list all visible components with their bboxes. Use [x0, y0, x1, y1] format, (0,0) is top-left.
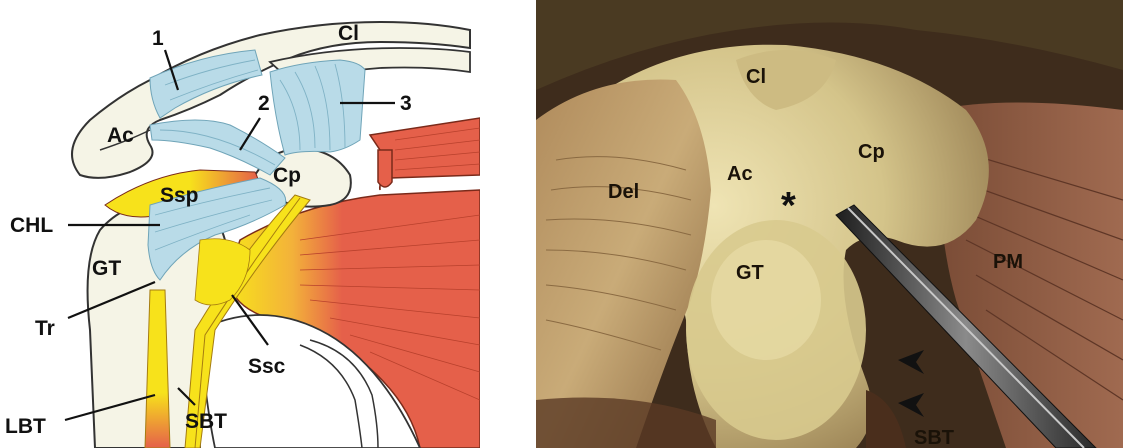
photo-asterisk: * [781, 185, 796, 227]
gt-highlight [711, 240, 821, 360]
label-ssp: Ssp [160, 184, 199, 207]
label-sbt: SBT [185, 410, 227, 433]
dissection-photo: Cl Ac Cp Del * GT PM SBT [536, 0, 1123, 448]
label-lbt: LBT [5, 415, 46, 438]
shoulder-illustration-panel: 1 2 3 Cl Ac Cp Ssp CHL GT Tr Ssc LBT SBT [0, 0, 480, 448]
muscle-tab [378, 150, 392, 187]
coracoclavicular-ligament [270, 60, 365, 155]
label-chl: CHL [10, 214, 53, 237]
photo-label-cl: Cl [746, 66, 766, 88]
photo-label-cp: Cp [858, 141, 885, 163]
label-ssc: Ssc [248, 355, 286, 378]
long-biceps-tendon [145, 290, 170, 448]
label-ac: Ac [107, 124, 134, 147]
photo-label-pm: PM [993, 251, 1023, 273]
coracoacromial-ligament [150, 120, 285, 175]
shoulder-illustration: 1 2 3 Cl Ac Cp Ssp CHL GT Tr Ssc LBT SBT [0, 0, 480, 448]
label-2: 2 [258, 92, 270, 115]
label-3: 3 [400, 92, 412, 115]
label-cp: Cp [273, 164, 301, 187]
photo-label-sbt: SBT [914, 427, 954, 448]
photo-label-ac: Ac [727, 163, 753, 185]
photo-label-gt: GT [736, 262, 764, 284]
label-gt: GT [92, 257, 121, 280]
dissection-photo-panel: Cl Ac Cp Del * GT PM SBT [536, 0, 1123, 448]
photo-label-del: Del [608, 181, 639, 203]
label-tr: Tr [35, 317, 55, 340]
label-cl: Cl [338, 22, 359, 45]
label-1: 1 [152, 27, 164, 50]
